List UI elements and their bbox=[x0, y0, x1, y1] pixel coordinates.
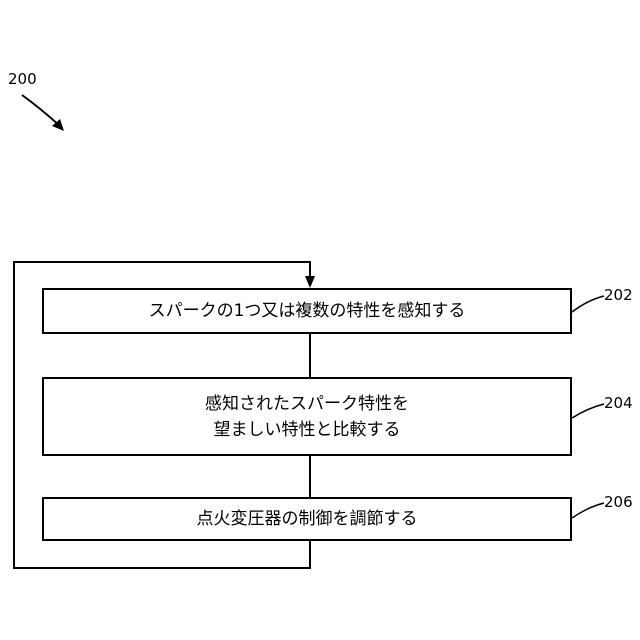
step-text: スパークの1つ又は複数の特性を感知する bbox=[149, 298, 466, 324]
ref-204: 204 bbox=[604, 394, 633, 412]
step-box-compare: 感知されたスパーク特性を 望ましい特性と比較する bbox=[42, 377, 572, 456]
leader-206 bbox=[572, 503, 604, 518]
feedback-loop-arrowhead bbox=[305, 276, 315, 288]
leader-202 bbox=[572, 296, 604, 312]
step-box-sense-spark: スパークの1つ又は複数の特性を感知する bbox=[42, 288, 572, 334]
figure-label-arrow bbox=[22, 95, 60, 126]
figure-number: 200 bbox=[8, 70, 37, 88]
step-text-line1: 感知されたスパーク特性を bbox=[205, 391, 409, 417]
ref-202: 202 bbox=[604, 286, 633, 304]
step-box-adjust: 点火変圧器の制御を調節する bbox=[42, 497, 572, 541]
leader-204 bbox=[572, 404, 604, 418]
step-text-line2: 望ましい特性と比較する bbox=[205, 417, 409, 443]
step-text: 点火変圧器の制御を調節する bbox=[197, 506, 418, 532]
ref-206: 206 bbox=[604, 493, 633, 511]
